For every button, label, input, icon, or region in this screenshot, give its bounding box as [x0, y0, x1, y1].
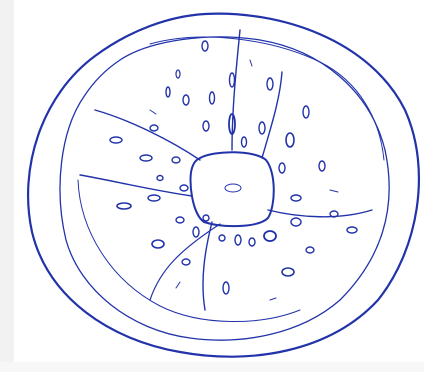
seed [176, 217, 184, 223]
seed [210, 92, 215, 104]
stray-mark [176, 282, 180, 288]
segment-divider [80, 175, 192, 196]
seed [249, 238, 255, 246]
seed [140, 155, 152, 161]
seed [286, 133, 294, 147]
seed [223, 282, 229, 294]
seed [242, 137, 247, 147]
seed [110, 137, 122, 143]
seed [203, 215, 209, 221]
flesh-boundary-lower [78, 180, 300, 322]
stray-mark [330, 190, 338, 192]
seed [264, 231, 276, 241]
seed [152, 240, 164, 248]
seed [180, 185, 188, 191]
seed [219, 235, 225, 241]
seed [347, 227, 357, 233]
seed [303, 106, 309, 118]
seed [117, 203, 131, 209]
seed [230, 73, 235, 87]
segment-divider [268, 210, 372, 217]
core-center-mark [225, 184, 241, 192]
seed [157, 176, 163, 181]
seed [306, 247, 314, 253]
stray-mark [150, 110, 156, 114]
seed [148, 195, 160, 201]
seed [182, 259, 190, 265]
segment-divider [95, 110, 200, 160]
seed [319, 161, 325, 171]
seed [176, 70, 180, 78]
seed [193, 227, 199, 237]
seed [150, 125, 158, 131]
seed [203, 121, 209, 131]
seed [183, 95, 189, 105]
central-core [191, 152, 274, 226]
stray-mark [250, 60, 252, 66]
seed [166, 87, 170, 97]
seed [282, 268, 294, 276]
seed [267, 78, 273, 90]
seed [172, 157, 180, 163]
seed [291, 218, 301, 226]
segment-divider [262, 72, 282, 158]
outer-rind [28, 14, 419, 357]
seed [291, 195, 301, 201]
seed [235, 235, 241, 245]
seed [202, 41, 208, 51]
seed [279, 163, 285, 173]
seed [259, 122, 265, 134]
stray-mark [270, 298, 276, 300]
